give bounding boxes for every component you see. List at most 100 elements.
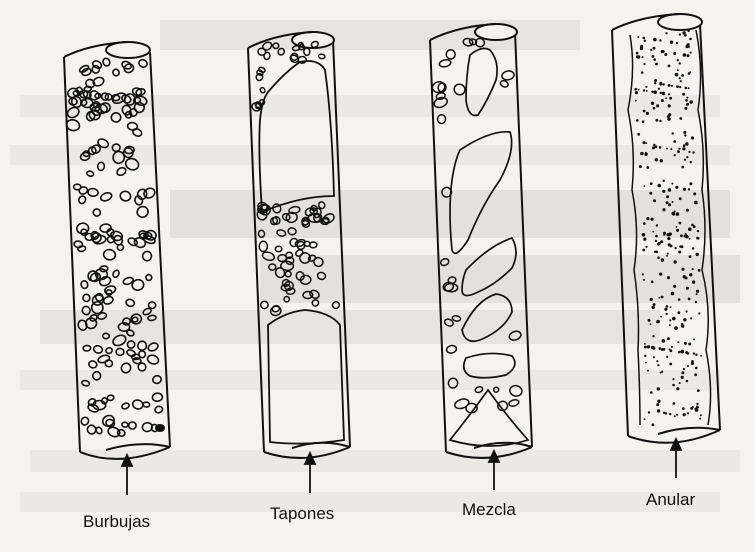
droplet [655, 240, 657, 242]
droplet [655, 158, 658, 161]
droplet [668, 84, 671, 87]
droplet [652, 55, 655, 58]
droplet [656, 320, 660, 324]
droplet [674, 415, 676, 417]
bubble [80, 416, 90, 426]
droplet [647, 370, 649, 372]
droplet [635, 100, 637, 102]
droplet [685, 233, 687, 235]
droplet [665, 32, 667, 34]
droplet [683, 131, 686, 134]
droplet [679, 382, 681, 384]
droplet [677, 341, 679, 343]
bubble [102, 57, 111, 67]
droplet [688, 343, 691, 346]
droplet [672, 213, 675, 216]
droplet [677, 59, 679, 61]
droplet [651, 346, 654, 349]
droplet [661, 296, 664, 299]
droplet [683, 53, 687, 57]
droplet [653, 38, 657, 42]
droplet [676, 226, 678, 228]
droplet [657, 257, 660, 260]
bubble [121, 402, 130, 410]
bubble [80, 280, 88, 289]
droplet [681, 74, 684, 77]
droplet [658, 88, 660, 90]
droplet [681, 376, 684, 379]
droplet [682, 31, 685, 34]
droplet [688, 227, 692, 231]
droplet [681, 371, 684, 374]
droplet [660, 240, 663, 243]
bubble [122, 422, 129, 428]
droplet [655, 235, 658, 238]
droplet [683, 188, 686, 191]
droplet [672, 317, 676, 321]
droplet [688, 151, 690, 153]
droplet [676, 229, 679, 232]
droplet [692, 280, 695, 283]
bubble [275, 246, 282, 252]
droplet [698, 312, 700, 314]
droplet [639, 165, 642, 168]
droplet [689, 255, 692, 258]
bubble [499, 80, 509, 88]
droplet [645, 86, 647, 88]
droplet [668, 104, 671, 107]
droplet [689, 71, 691, 73]
droplet [696, 253, 699, 256]
droplet [663, 234, 665, 236]
bubble [154, 405, 163, 413]
droplet [636, 52, 639, 55]
droplet [643, 222, 646, 225]
droplet [659, 120, 661, 122]
droplet [646, 90, 648, 92]
droplet [696, 406, 699, 409]
bubble [107, 395, 114, 401]
bubble [128, 422, 136, 429]
droplet [663, 180, 665, 182]
droplet [670, 349, 673, 352]
bubble [263, 52, 270, 60]
droplet [665, 313, 667, 315]
droplet [645, 246, 647, 248]
bubble [74, 240, 84, 248]
droplet [696, 403, 698, 405]
bubble [501, 70, 515, 81]
bubble [116, 166, 127, 176]
droplet [659, 347, 662, 350]
droplet [678, 251, 681, 254]
droplet [640, 152, 643, 155]
droplet [677, 150, 680, 153]
droplet [693, 338, 695, 340]
droplet [679, 77, 681, 79]
droplet [679, 33, 681, 35]
droplet [668, 203, 671, 206]
droplet [692, 247, 694, 249]
droplet [656, 360, 658, 362]
bubble [138, 350, 146, 358]
droplet [634, 88, 637, 91]
droplet [647, 345, 650, 348]
droplet [652, 335, 654, 337]
bubble [142, 186, 156, 199]
droplet [657, 400, 660, 403]
droplet [646, 217, 649, 220]
bubble [112, 269, 120, 278]
droplet [669, 363, 672, 366]
droplet [668, 93, 670, 95]
droplet [692, 406, 694, 408]
droplet [686, 97, 688, 99]
bubble [81, 67, 92, 76]
droplet [694, 373, 697, 376]
droplet [657, 387, 660, 390]
bubble [258, 66, 266, 73]
label-tapones: Tapones [270, 504, 334, 524]
droplet [684, 342, 687, 345]
droplet [684, 134, 686, 136]
droplet [659, 39, 661, 41]
droplet [670, 148, 672, 150]
bubble [142, 251, 151, 261]
bubble [145, 274, 153, 282]
